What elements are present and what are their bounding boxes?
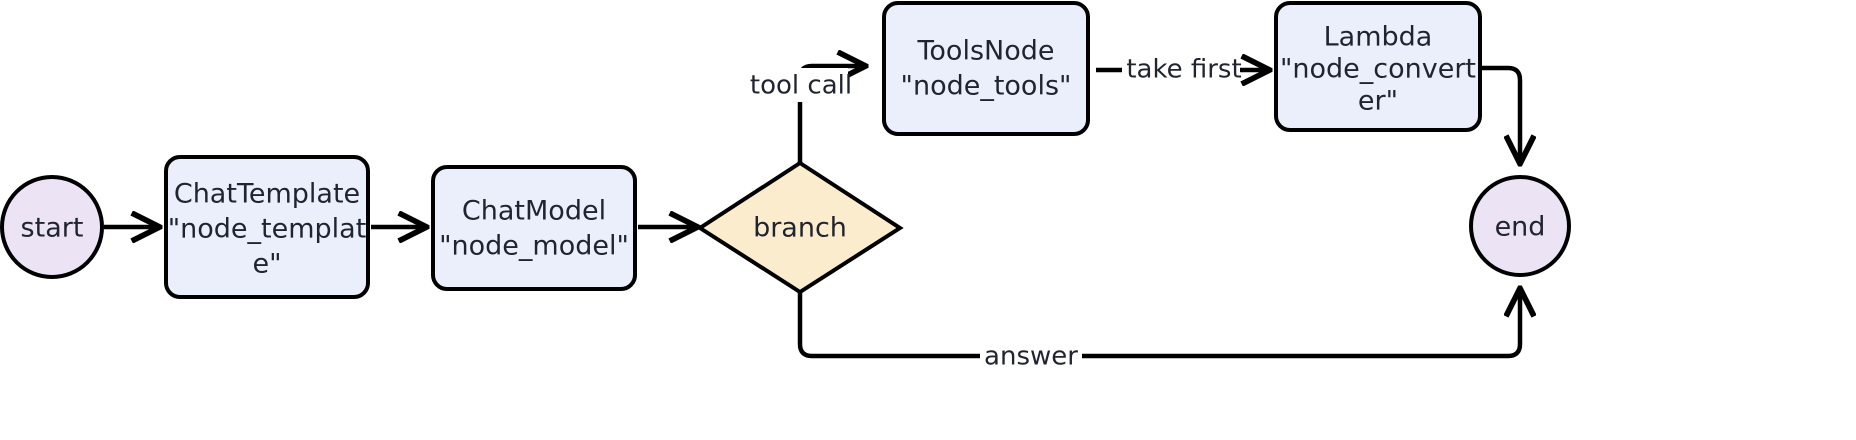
node-end[interactable]: end [1469,175,1571,277]
node-node-template[interactable]: ChatTemplate "node_templat e" [164,155,370,299]
node-label-node-model-line1: ChatModel [462,196,606,227]
edge-label-backdrop [752,68,848,102]
node-label-node-template-line1: ChatTemplate [174,179,360,210]
node-shape-rect [431,165,637,291]
node-label-node-model-line2: "node_model" [439,231,629,262]
node-branch[interactable]: branch [696,160,904,295]
node-shape-rect [1274,1,1482,132]
node-node-converter[interactable]: Lambda "node_convert er" [1274,1,1482,132]
edge-label-tool-call: tool call [750,71,852,101]
node-shape-rect [882,1,1090,136]
node-label-start: start [21,213,84,244]
node-shape-diamond [696,160,904,295]
edge-line-left [797,292,980,359]
node-node-tools[interactable]: ToolsNode "node_tools" [882,1,1090,136]
node-shape-circle [0,175,104,279]
edge-branch-to-end: answer [797,292,1520,372]
node-label-node-tools-line2: "node_tools" [901,71,1072,102]
node-label-node-template-line2: "node_templat [168,214,367,245]
node-label-node-converter-line3: er" [1358,86,1398,117]
node-start[interactable]: start [0,175,104,279]
edge-branch-to-node-tools: tool call [750,66,862,163]
edge-node-converter-to-end [1482,65,1520,160]
edge-label-take-first: take first [1126,55,1241,85]
edge-node-tools-to-node-converter: take first [1096,55,1266,85]
node-shape-rect [164,155,370,299]
node-label-node-tools-line1: ToolsNode [917,36,1055,67]
node-node-model[interactable]: ChatModel "node_model" [431,165,637,291]
node-label-branch: branch [753,213,847,244]
edge-label-answer: answer [984,342,1078,372]
node-shape-circle [1469,175,1571,277]
node-label-end: end [1495,212,1546,243]
edge-line-right [1082,292,1520,359]
node-label-node-template-line3: e" [252,249,281,280]
edge-line [1482,65,1520,160]
node-label-node-converter-line1: Lambda [1324,22,1433,53]
node-label-node-converter-line2: "node_convert [1280,54,1476,85]
